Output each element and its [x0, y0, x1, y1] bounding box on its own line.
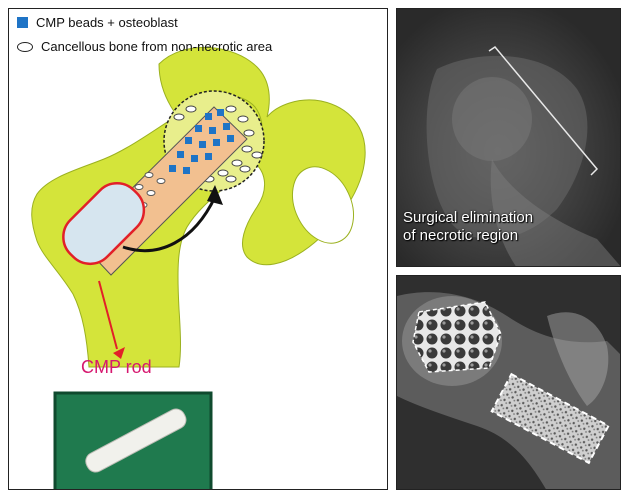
- femoral-head-diagram: [9, 9, 388, 490]
- legend-label-cancellous: Cancellous bone from non-necrotic area: [41, 39, 272, 54]
- xray-top-caption: Surgical elimination of necrotic region: [403, 209, 533, 245]
- cmp-rod-label: CMP rod: [81, 357, 152, 378]
- legend-label-beads: CMP beads + osteoblast: [36, 15, 178, 30]
- xray-bottom-image: [397, 276, 621, 490]
- blue-square-icon: [17, 17, 28, 28]
- legend-item-cancellous: Cancellous bone from non-necrotic area: [17, 39, 272, 54]
- bead-cluster-implant: [413, 302, 501, 372]
- ellipse-outline-icon: [17, 42, 33, 52]
- legend-item-beads: CMP beads + osteoblast: [17, 15, 178, 30]
- caption-line-2: of necrotic region: [403, 227, 533, 245]
- xray-necrotic-panel: Surgical elimination of necrotic region: [396, 8, 621, 267]
- xray-implant-panel: [396, 275, 621, 490]
- caption-line-1: Surgical elimination: [403, 209, 533, 227]
- schematic-panel: CMP beads + osteoblast Cancellous bone f…: [8, 8, 388, 490]
